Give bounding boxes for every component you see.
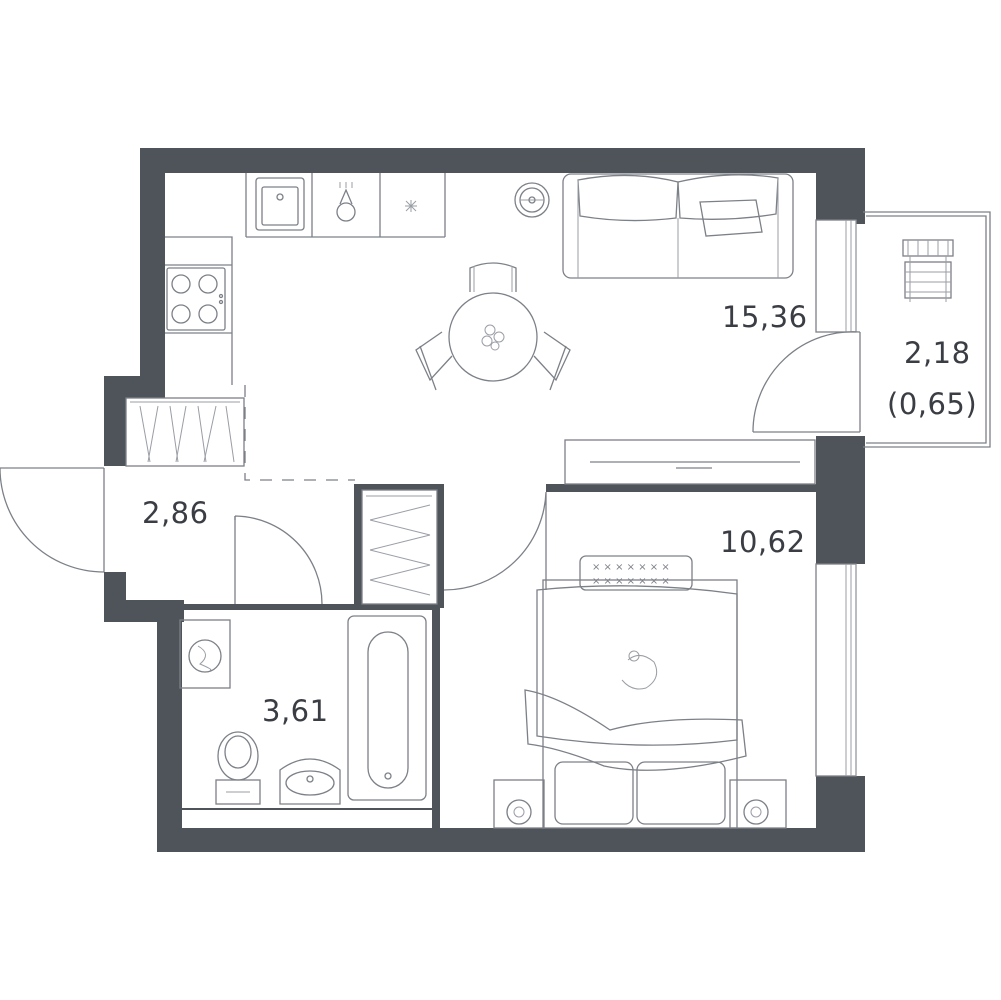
wardrobe-icon — [125, 397, 245, 467]
walls — [104, 148, 865, 852]
dining-table-icon — [415, 262, 571, 391]
closet-icon — [361, 489, 438, 605]
washbasin-icon — [279, 758, 341, 805]
dishwasher-icon — [336, 182, 356, 222]
cat-icon — [621, 650, 658, 690]
bathroom-area: 3,61 — [262, 694, 329, 728]
living-kitchen-area: 15,36 — [722, 300, 808, 334]
balcony-area: 2,18 — [904, 336, 971, 370]
washing-machine-icon — [179, 619, 231, 689]
robot-vacuum-icon — [514, 182, 550, 218]
balcony-reduced-area: (0,65) — [887, 387, 977, 421]
bathtub-icon — [347, 615, 427, 801]
windows — [815, 219, 857, 777]
kitchen-sink-icon — [255, 177, 305, 231]
hallway-area: 2,86 — [142, 496, 209, 530]
bedroom-area: 10,62 — [720, 525, 806, 559]
hallway — [0, 397, 438, 605]
sofa-icon — [562, 173, 794, 279]
tv-stand-icon — [564, 439, 816, 485]
toilet-icon — [215, 731, 261, 805]
lamp-icon — [743, 799, 769, 825]
fridge-icon — [405, 200, 417, 212]
lamp-icon — [506, 799, 532, 825]
living-room-furniture — [234, 173, 816, 605]
stove-icon — [166, 267, 226, 331]
svg-text:× × × × × × ×: × × × × × × × — [592, 576, 670, 587]
area-labels: 15,36 2,18 (0,65) 2,86 10,62 3,61 — [142, 300, 977, 728]
bedroom: × × × × × × × × × × × × × × — [493, 555, 787, 829]
bathroom — [179, 615, 427, 805]
bed-icon: × × × × × × × × × × × × × × — [524, 555, 747, 829]
kitchen — [165, 173, 446, 481]
svg-text:× × × × × × ×: × × × × × × × — [592, 562, 670, 573]
clothes-dryer-icon — [902, 239, 954, 302]
balcony — [752, 211, 991, 448]
